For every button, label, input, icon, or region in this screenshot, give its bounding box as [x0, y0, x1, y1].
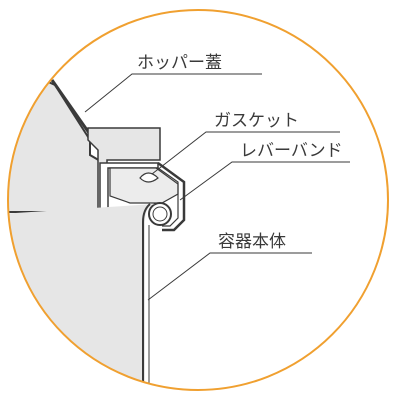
label-hopper-lid: ホッパー蓋 [137, 53, 222, 73]
leader-lever-band [179, 161, 350, 201]
container-rim [148, 202, 172, 226]
leader-hopper-lid [84, 73, 262, 113]
lever-band-shape [157, 161, 186, 232]
label-gasket: ガスケット [214, 111, 299, 131]
leader-container-body [147, 252, 312, 301]
label-lever-band: レバーバンド [240, 141, 343, 161]
detail-circle-border [7, 9, 389, 391]
lever-band-inner [155, 167, 179, 227]
gasket-lobe [139, 172, 159, 183]
leader-lines [84, 73, 350, 301]
container-body-edge [142, 203, 151, 390]
hopper-lid-edge [50, 79, 96, 141]
container-body-wall [8, 204, 155, 390]
label-container-body: 容器本体 [218, 232, 286, 252]
leader-gasket [151, 131, 340, 175]
gasket-shape [109, 167, 179, 204]
